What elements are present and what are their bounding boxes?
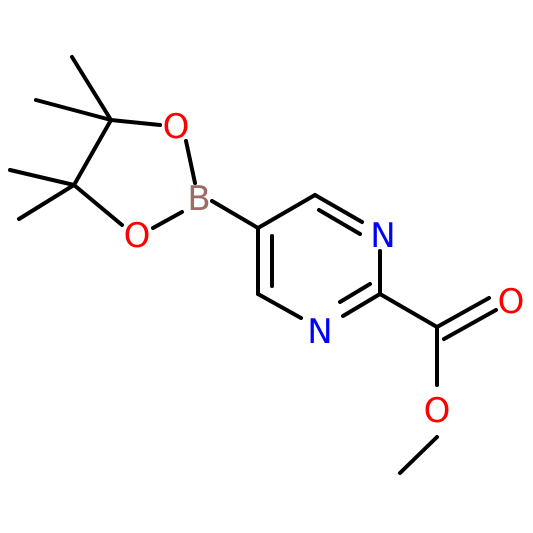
- atom-label-oxygen-2: O: [124, 216, 151, 256]
- bond-ring-c2-n3-double: [338, 282, 372, 304]
- atom-label-nitrogen-1: N: [370, 216, 395, 256]
- atom-label-oxygen-ester: O: [424, 391, 451, 431]
- bond-ring-n3-c4: [256, 292, 303, 320]
- atom-label-boron: B: [187, 179, 210, 219]
- bond-c-o-upper: [109, 118, 162, 127]
- bond-b-c-aryl: [210, 199, 260, 230]
- atom-label-oxygen-1: O: [163, 107, 190, 147]
- bond-c-c-methyl-2: [34, 98, 113, 122]
- bond-c-c-methyl-4: [17, 183, 76, 221]
- bond-o-b-lower: [151, 210, 184, 230]
- bond-ring-c6-n1: [313, 193, 364, 224]
- bond-o-b-upper: [184, 139, 197, 185]
- atom-label-nitrogen-2: N: [307, 312, 332, 352]
- bond-c-c-methyl-3: [8, 168, 76, 187]
- bond-ring-c6-n1-double: [317, 208, 362, 236]
- bond-carbonyl-o-double-a: [435, 296, 491, 329]
- bond-c-o-lower: [72, 183, 124, 227]
- bond-carbonyl-o-double-b: [442, 308, 498, 341]
- atom-label-oxygen-carbonyl: O: [498, 282, 525, 322]
- bond-ring-c5-c6: [256, 193, 317, 230]
- bond-c2-carbonyl: [378, 292, 439, 329]
- bond-ring-c2-n3: [341, 292, 382, 318]
- bond-o-methyl: [398, 435, 439, 475]
- bond-c-c-methyl-1: [70, 55, 113, 122]
- bond-c-c-ring-quaternary: [72, 118, 113, 187]
